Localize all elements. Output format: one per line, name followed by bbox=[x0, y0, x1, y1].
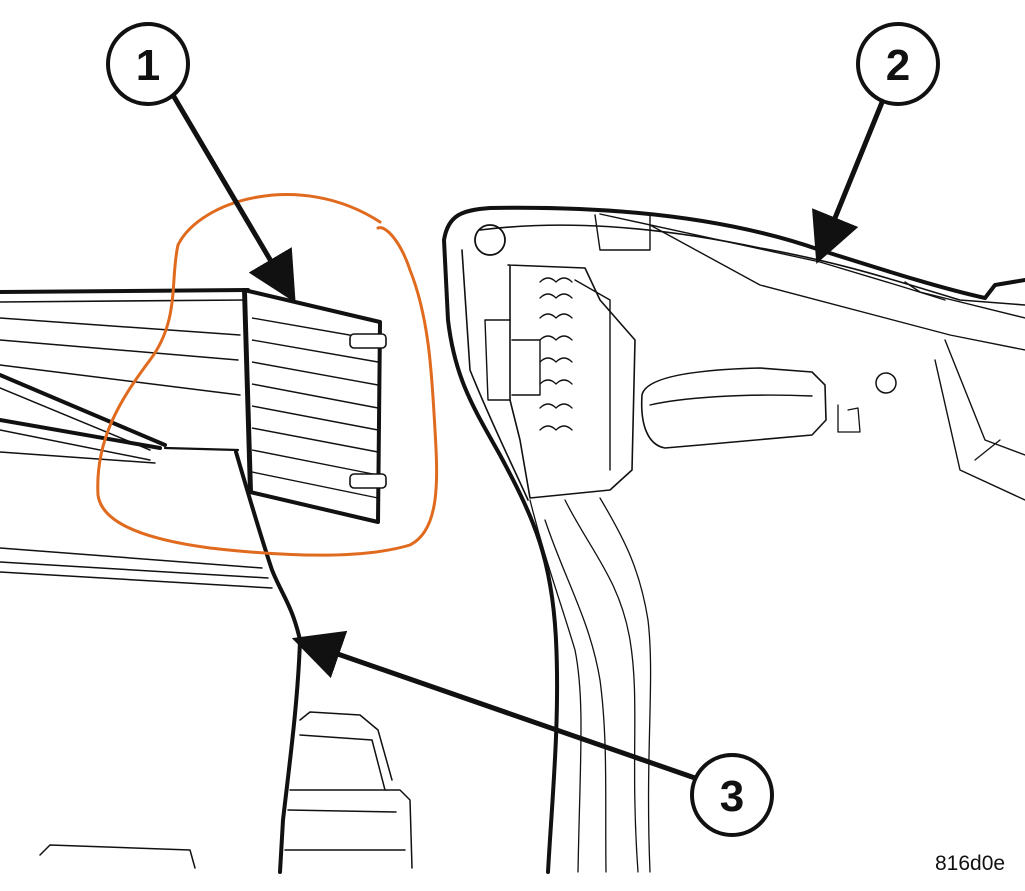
leader-lines bbox=[167, 87, 888, 781]
callout-1: 1 bbox=[106, 22, 190, 106]
figure-code: 816d0e bbox=[935, 852, 1005, 875]
callout-3: 3 bbox=[690, 753, 774, 837]
left-duct-assembly bbox=[0, 288, 413, 874]
highlight-loop bbox=[96, 193, 439, 557]
callout-2: 2 bbox=[856, 22, 940, 106]
leader-arrow-1 bbox=[167, 87, 296, 303]
lower-clip bbox=[349, 473, 387, 489]
vent-grille-component bbox=[242, 288, 387, 524]
callout-2-label: 2 bbox=[886, 41, 910, 90]
leader-arrow-2 bbox=[812, 92, 888, 264]
upper-clip bbox=[349, 333, 387, 349]
callout-3-label: 3 bbox=[720, 772, 744, 821]
leader-arrow-3 bbox=[291, 630, 698, 781]
callout-1-label: 1 bbox=[136, 41, 160, 90]
